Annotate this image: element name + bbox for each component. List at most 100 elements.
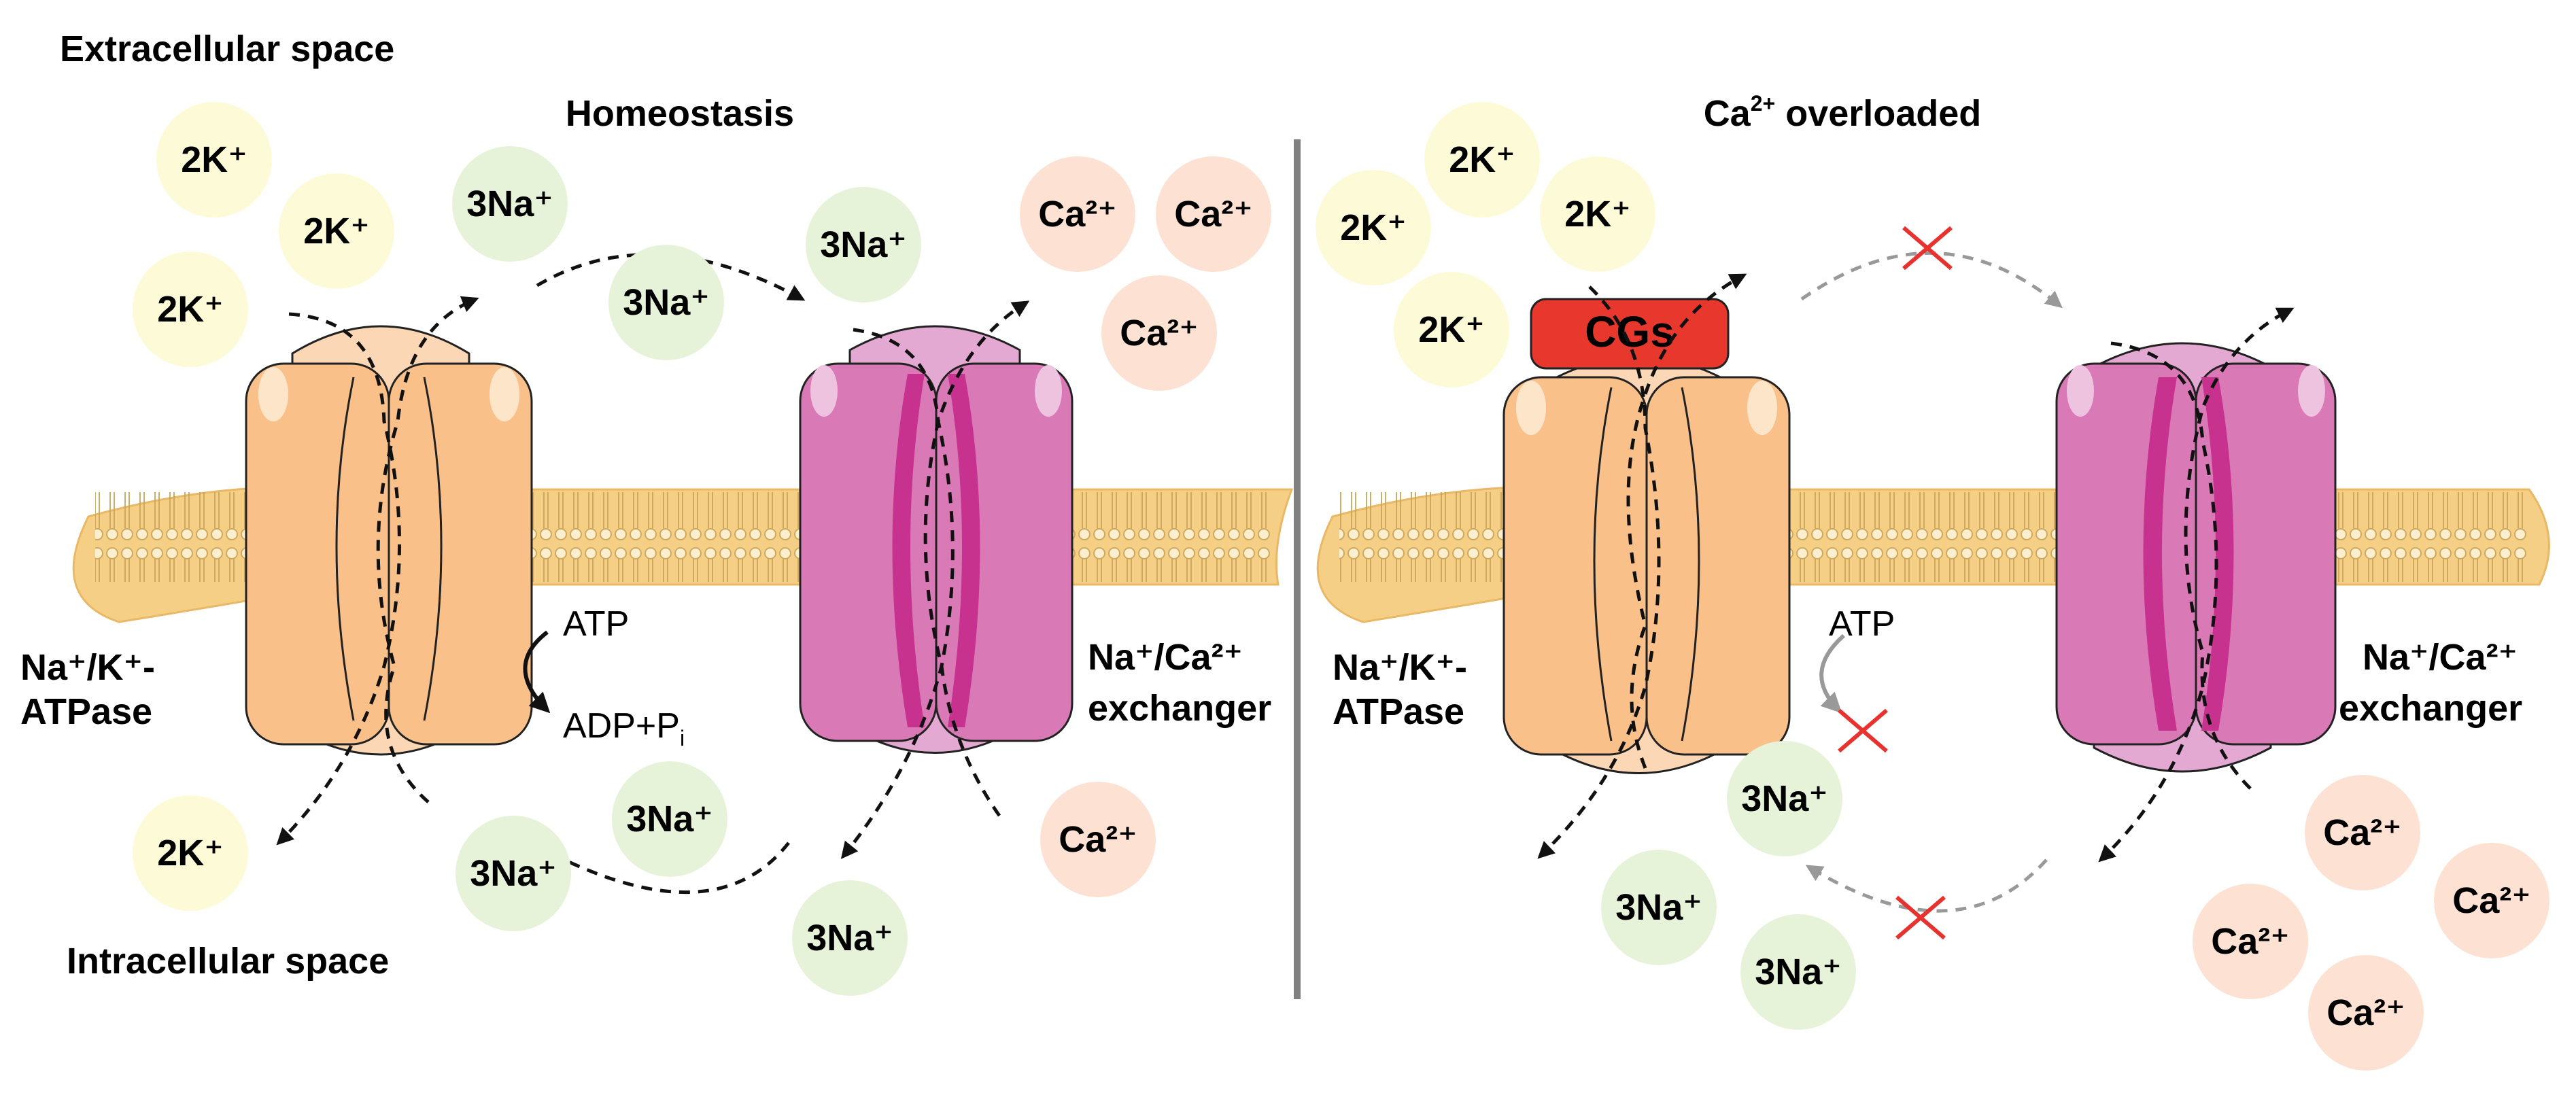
atp-label-left: ATP (563, 604, 629, 644)
ca-ion-bubble-circle (2308, 955, 2424, 1071)
k-ion-bubble: 2K⁺ (1424, 102, 1540, 218)
k-ion-bubble-label: 2K⁺ (303, 211, 370, 251)
ca-ion-bubble-circle (1040, 782, 1156, 897)
na-ion-bubble-circle (1727, 741, 1842, 856)
ca-ion-bubble-label: Ca²⁺ (1059, 819, 1137, 860)
na-ion-bubble: 3Na⁺ (612, 761, 727, 877)
k-ion-bubble: 2K⁺ (1540, 156, 1655, 272)
homeostasis-title: Homeostasis (566, 93, 794, 134)
ca-ion-bubble-label: Ca²⁺ (2452, 880, 2531, 921)
na-ion-bubble-label: 3Na⁺ (1615, 887, 1702, 928)
atp-label-right: ATP (1829, 604, 1895, 644)
na-ion-bubble-circle (608, 245, 724, 360)
membrane-right (1316, 486, 2550, 623)
pump-label-left-line1: Na⁺/K⁺- (20, 647, 155, 688)
atp-to-adp-arrow-left (523, 630, 551, 714)
na-k-atpase-right (1502, 355, 1791, 774)
k-ion-bubble-circle (1394, 272, 1509, 387)
na-ion-bubble-circle (806, 187, 921, 302)
cgs-label: CGs (1585, 307, 1675, 356)
na-ion-bubble: 3Na⁺ (1740, 914, 1856, 1030)
k-ion-bubble-circle (156, 102, 272, 218)
k-ion-bubble: 2K⁺ (156, 102, 272, 218)
ca-ion-bubble-label: Ca²⁺ (2323, 812, 2402, 853)
k-ion-bubble-label: 2K⁺ (157, 833, 224, 873)
adp-label-left: ADP+Pi (563, 706, 685, 750)
k-ion-bubble-circle (133, 795, 248, 911)
na-ion-bubble-circle (792, 880, 908, 996)
na-ion-bubble-circle (456, 816, 571, 931)
ca-ion-bubble: Ca²⁺ (2193, 884, 2308, 999)
ca-ion-bubble-circle (2193, 884, 2308, 999)
ca-ion-bubble-circle (2434, 843, 2549, 958)
k-ion-bubble: 2K⁺ (1394, 272, 1509, 387)
ca-ion-bubble-label: Ca²⁺ (1120, 313, 1199, 353)
blocked-x-icon (1895, 895, 1946, 940)
na-ion-bubble: 3Na⁺ (608, 245, 724, 360)
ca-ion-bubble: Ca²⁺ (1040, 782, 1156, 897)
k-ion-bubble-label: 2K⁺ (1564, 194, 1631, 235)
extracellular-label: Extracellular space (60, 29, 394, 69)
ca-ion-bubble-label: Ca²⁺ (1038, 194, 1117, 235)
na-ion-bubble-label: 3Na⁺ (626, 799, 713, 839)
k-ion-bubble-circle (1540, 156, 1655, 272)
na-ion-bubble: 3Na⁺ (792, 880, 908, 996)
na-ion-bubble: 3Na⁺ (806, 187, 921, 302)
ca-ion-bubble-circle (1156, 156, 1271, 272)
na-ion-bubble-circle (1601, 850, 1717, 965)
exchanger-label-left-line1: Na⁺/Ca²⁺ (1088, 637, 1243, 678)
na-ion-bubble-label: 3Na⁺ (1755, 952, 1842, 992)
k-ion-bubble: 2K⁺ (1316, 170, 1431, 285)
ca-ion-bubble-label: Ca²⁺ (2211, 921, 2290, 962)
na-ion-bubble-label: 3Na⁺ (820, 224, 907, 265)
pump-label-right-line2: ATPase (1333, 691, 1464, 732)
na-ca-exchanger-right (2055, 342, 2337, 773)
na-ion-bubble-label: 3Na⁺ (470, 853, 557, 894)
exchanger-label-right-line1: Na⁺/Ca²⁺ (2363, 637, 2518, 678)
k-ion-bubble-circle (1424, 102, 1540, 218)
ca-ion-bubble-circle (1101, 275, 1217, 391)
intracellular-label: Intracellular space (67, 941, 389, 982)
na-ion-bubble-label: 3Na⁺ (623, 282, 710, 323)
na-ion-bubble-circle (612, 761, 727, 877)
k-ion-bubble-label: 2K⁺ (1418, 309, 1485, 350)
ca-ion-bubble-circle (1020, 156, 1135, 272)
na-ion-bubble-label: 3Na⁺ (1741, 778, 1828, 819)
na-ion-bubble: 3Na⁺ (1727, 741, 1842, 856)
ca-ion-bubble: Ca²⁺ (1020, 156, 1135, 272)
na-k-atpase-left (245, 325, 533, 756)
ca-ion-bubble: Ca²⁺ (1101, 275, 1217, 391)
pump-label-left-line2: ATPase (20, 691, 152, 732)
exchanger-label-right-line2: exchanger (2339, 688, 2522, 729)
ca-overloaded-title: Ca2+ overloaded (1704, 91, 1982, 134)
ion-bubbles: 2K⁺ 2K⁺ 2K⁺ 3Na⁺ 3Na⁺ 3Na⁺ Ca²⁺ Ca²⁺ Ca²⁺ 2K⁺ 3Na⁺… (133, 102, 2549, 1071)
na-ion-bubble-label: 3Na⁺ (466, 184, 553, 224)
na-ion-bubble: 3Na⁺ (452, 146, 568, 262)
ca-ion-bubble: Ca²⁺ (2308, 955, 2424, 1071)
exchanger-label-left-line2: exchanger (1088, 688, 1271, 729)
cgs-blocker: CGs (1530, 298, 1730, 370)
na-ion-bubble-circle (452, 146, 568, 262)
na-ion-bubble-circle (1740, 914, 1856, 1030)
atp-arrow-right (1819, 634, 1845, 714)
blocked-x-icon (1838, 708, 1888, 753)
ca-ion-bubble: Ca²⁺ (2305, 775, 2420, 890)
na-ion-bubble-label: 3Na⁺ (806, 918, 893, 958)
k-ion-bubble: 2K⁺ (133, 795, 248, 911)
na-ion-bubble: 3Na⁺ (456, 816, 571, 931)
ca-ion-bubble-label: Ca²⁺ (1174, 194, 1253, 235)
na-ca-exchanger-left (799, 325, 1074, 754)
k-ion-bubble-label: 2K⁺ (1449, 139, 1515, 180)
pump-label-right-line1: Na⁺/K⁺- (1333, 647, 1467, 688)
ca-ion-bubble: Ca²⁺ (2434, 843, 2549, 958)
k-ion-bubble-label: 2K⁺ (1340, 207, 1407, 248)
k-ion-bubble-circle (1316, 170, 1431, 285)
k-ion-bubble-label: 2K⁺ (181, 139, 247, 180)
k-ion-bubble-circle (133, 251, 248, 367)
k-ion-bubble-label: 2K⁺ (157, 289, 224, 330)
k-ion-bubble: 2K⁺ (133, 251, 248, 367)
k-ion-bubble: 2K⁺ (279, 173, 394, 289)
ca-ion-bubble-label: Ca²⁺ (2326, 992, 2405, 1033)
transport-paths-left (276, 253, 1030, 895)
